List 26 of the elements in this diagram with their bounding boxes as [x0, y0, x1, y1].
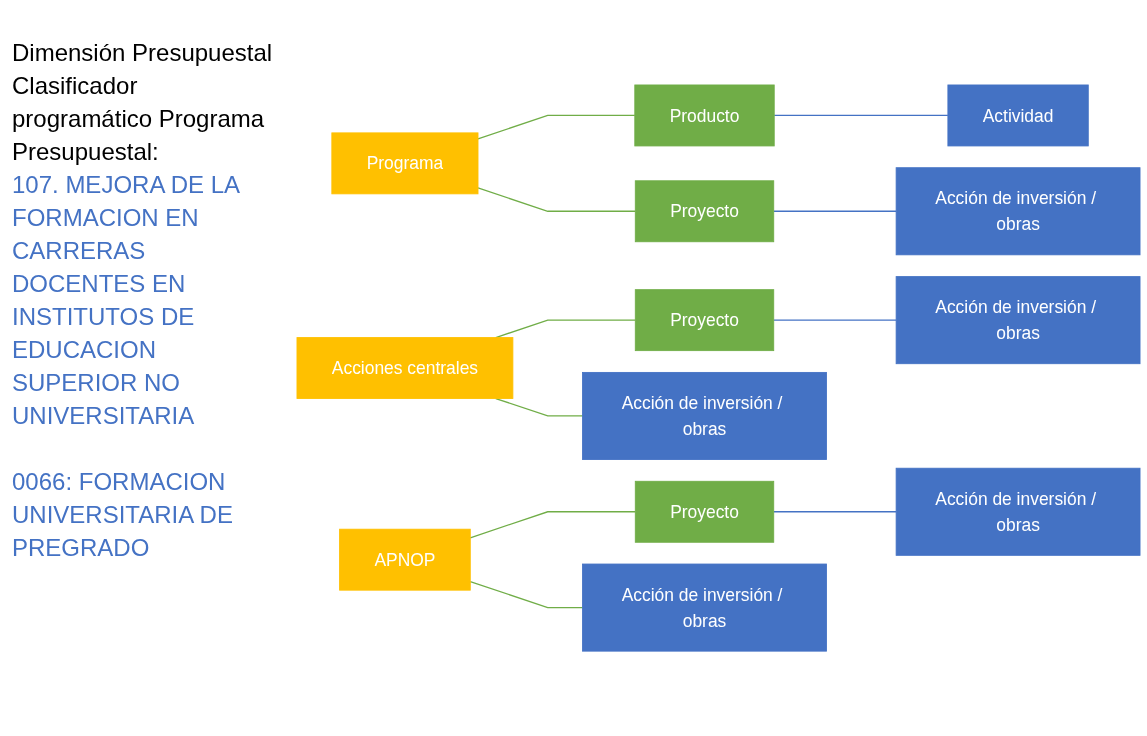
- node-box: Programa: [331, 132, 479, 195]
- node-box: Proyecto: [634, 480, 775, 543]
- heading-text: Dimensión Presupuestal Clasificador programático Programa Presupuestal:: [12, 38, 274, 167]
- node-box: Acción de inversión / obras: [895, 467, 1141, 556]
- node-box: Acción de inversión / obras: [582, 563, 827, 652]
- connector: [469, 580, 584, 609]
- node-box: Acciones centrales: [296, 337, 514, 399]
- node-box: Acción de inversión / obras: [895, 276, 1141, 365]
- connector: [495, 397, 584, 417]
- node-box: Actividad: [947, 84, 1089, 147]
- node-box: Acción de inversión / obras: [582, 371, 827, 460]
- node-box: Producto: [634, 84, 775, 147]
- node-box: Proyecto: [634, 180, 775, 243]
- program-text: 0066: FORMACION UNIVERSITARIA DE PREGRADO: [12, 467, 234, 563]
- node-box: Acción de inversión / obras: [895, 167, 1141, 256]
- connector: [773, 210, 897, 212]
- program-text: 107. MEJORA DE LA FORMACION EN CARRERAS DOCENTES EN INSTITUTOS DE EDUCACION SUPERIOR NO UNIVERSITARIA: [12, 170, 241, 431]
- connector: [469, 511, 636, 539]
- connector: [773, 319, 897, 321]
- connector: [477, 114, 636, 140]
- connector: [495, 319, 636, 339]
- node-box: Proyecto: [634, 289, 775, 351]
- connector: [773, 114, 949, 117]
- node-box: APNOP: [339, 528, 471, 591]
- connector: [773, 511, 897, 513]
- connector: [477, 187, 636, 212]
